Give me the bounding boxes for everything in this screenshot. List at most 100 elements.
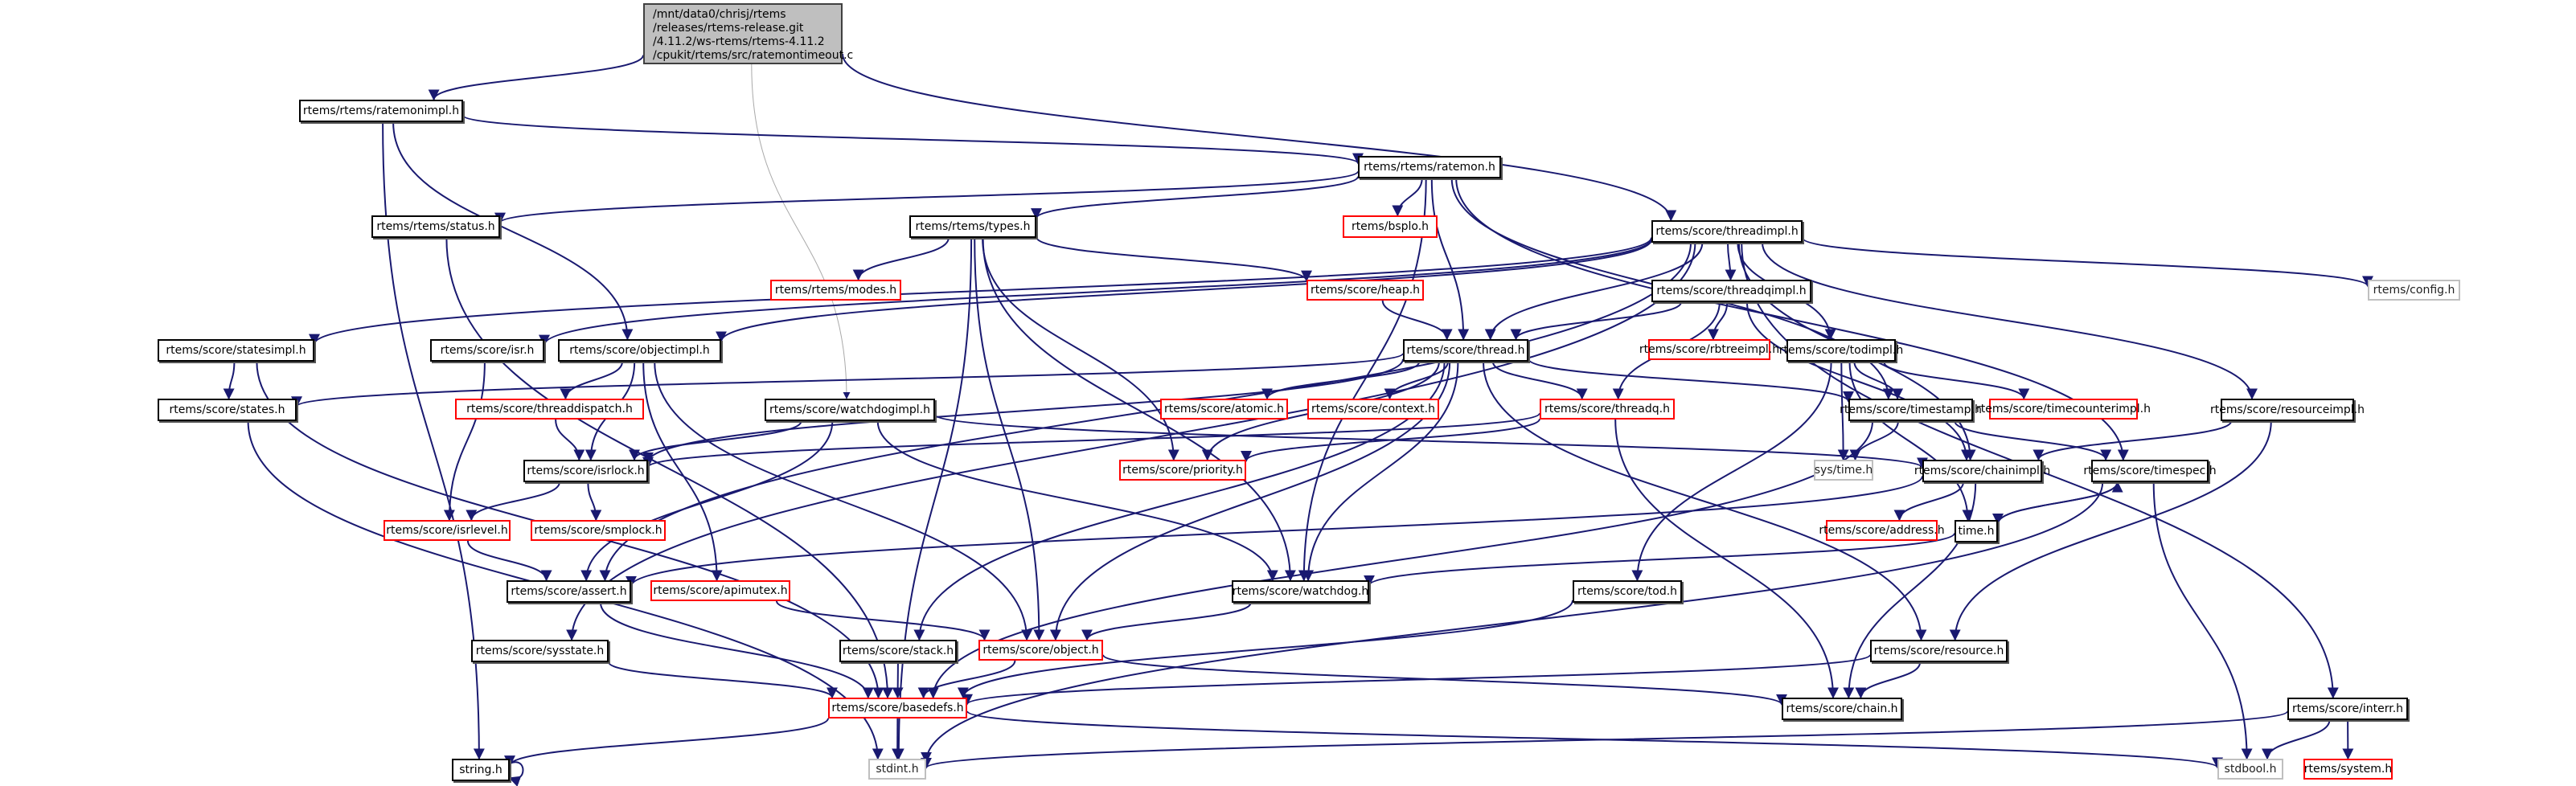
node-status[interactable]: rtems/rtems/status.h [371, 215, 500, 238]
edge-resourceimpl-to-chainimpl [2032, 420, 2233, 461]
edge-resource-to-chain [1855, 661, 1922, 699]
node-states[interactable]: rtems/score/states.h [158, 399, 297, 421]
edge-resource-to-basedefs [962, 653, 1871, 706]
node-watchdog[interactable]: rtems/score/watchdog.h [1232, 580, 1369, 603]
node-resourceimpl[interactable]: rtems/score/resourceimpl.h [2210, 399, 2365, 421]
node-apimutex[interactable]: rtems/score/apimutex.h [650, 580, 790, 601]
node-bsplo[interactable]: rtems/bsplo.h [1343, 215, 1438, 238]
node-threadq[interactable]: rtems/score/threadq.h [1540, 399, 1675, 420]
edge-thread-to-isrlock [642, 358, 1404, 464]
node-objectimpl[interactable]: rtems/score/objectimpl.h [558, 339, 721, 362]
node-rbtreeimpl[interactable]: rtems/score/rbtreeimpl.h [1639, 339, 1779, 360]
node-address[interactable]: rtems/score/address.h [1819, 520, 1945, 541]
node-isrlock[interactable]: rtems/score/isrlock.h [523, 460, 648, 482]
edge-timestamp-to-timespec [1954, 420, 2112, 461]
edge-interr-to-stdbool [2262, 719, 2331, 760]
node-todimpl[interactable]: rtems/score/todimpl.h [1779, 339, 1903, 362]
edge-isrlevel-to-assert [466, 540, 552, 582]
edge-threadimpl-to-systate [566, 242, 1696, 641]
edge-isrlock-to-isrlevel [466, 481, 560, 522]
node-ratemon[interactable]: rtems/rtems/ratemon.h [1358, 156, 1501, 178]
node-assert[interactable]: rtems/score/assert.h [507, 580, 631, 603]
node-config[interactable]: rtems/config.h [2368, 280, 2460, 301]
node-basedefs[interactable]: rtems/score/basedefs.h [828, 698, 967, 718]
node-watchdogimpl[interactable]: rtems/score/watchdogimpl.h [765, 399, 935, 421]
edge-threadq-to-isrlock [642, 412, 1540, 469]
edge-root-to-ratemonimpl [428, 55, 644, 101]
node-context[interactable]: rtems/score/context.h [1307, 399, 1439, 420]
node-threaddispatch[interactable]: rtems/score/threaddispatch.h [455, 399, 644, 420]
node-timestamp[interactable]: rtems/score/timestamp.h [1840, 399, 1982, 421]
edge-basedefs-to-string [504, 718, 829, 768]
node-root[interactable]: /mnt/data0/chrisj/rtems /releases/rtems-… [643, 3, 853, 64]
node-heap[interactable]: rtems/score/heap.h [1306, 280, 1424, 301]
node-time[interactable]: time.h [1955, 520, 1998, 542]
edge-threadimpl-to-assert [599, 242, 1692, 582]
node-atomic[interactable]: rtems/score/atomic.h [1160, 399, 1288, 420]
edge-ratemon-to-thread [1430, 178, 1470, 341]
edge-threadimpl-to-objectimpl [716, 239, 1652, 343]
node-interr[interactable]: rtems/score/interr.h [2287, 698, 2408, 720]
node-threadqimpl[interactable]: rtems/score/threadqimpl.h [1651, 280, 1811, 302]
edge-string-to-string [508, 761, 524, 786]
edge-threadimpl-to-resourceimpl [1762, 242, 2258, 400]
edge-thread-to-timestamp [1528, 358, 1854, 403]
edge-ratemon-to-types [1031, 176, 1359, 220]
edge-thread-to-watchdog [1302, 361, 1459, 582]
node-tod[interactable]: rtems/score/tod.h [1573, 580, 1682, 603]
node-timespec[interactable]: rtems/score/timespec.h [2083, 460, 2217, 482]
edge-todimpl-to-timecounterimpl [1883, 361, 2030, 400]
node-stdbool[interactable]: stdbool.h [2217, 759, 2283, 780]
edge-resourceimpl-to-resource [1949, 420, 2272, 641]
edge-isrlock-to-smplock [587, 481, 602, 522]
node-isr[interactable]: rtems/score/isr.h [430, 339, 544, 362]
node-stack[interactable]: rtems/score/stack.h [839, 640, 957, 662]
edge-thread-to-threadq [1491, 361, 1588, 400]
edge-threadq-to-priority [1241, 418, 1540, 462]
node-ratemonimpl[interactable]: rtems/rtems/ratemonimpl.h [299, 100, 463, 122]
edge-apimutex-to-object [776, 600, 991, 641]
edge-threadimpl-to-config [1802, 237, 2373, 288]
edge-threadqimpl-to-rbtreeimpl [1707, 301, 1729, 341]
edge-threadqimpl-to-thread [1510, 301, 1682, 341]
node-modes[interactable]: rtems/rtems/modes.h [770, 280, 901, 301]
node-priority[interactable]: rtems/score/priority.h [1119, 460, 1246, 481]
edge-types-to-priority [982, 237, 1179, 461]
node-resource[interactable]: rtems/score/resource.h [1870, 640, 2008, 662]
node-chainimpl[interactable]: rtems/score/chainimpl.h [1914, 460, 2050, 482]
node-systate[interactable]: rtems/score/sysstate.h [471, 640, 609, 662]
edge-chainimpl-to-assert [626, 476, 1923, 587]
edge-watchdogimpl-to-chainimpl [934, 413, 1928, 469]
edge-assert-to-basedefs [600, 602, 874, 699]
edge-thread-to-context [1384, 361, 1449, 400]
edge-time-to-watchdog [1364, 532, 1955, 587]
edge-ratemon-to-bsplo [1392, 178, 1423, 217]
edges-layer [223, 53, 2373, 786]
node-types[interactable]: rtems/rtems/types.h [909, 215, 1036, 238]
edge-root-to-threadimpl [842, 53, 1677, 222]
node-string[interactable]: string.h [452, 759, 510, 781]
edge-types-to-modes [852, 237, 950, 281]
edge-thread-to-resource [1483, 361, 1927, 641]
edge-timespec-to-stdint [921, 481, 2104, 763]
node-timecounterimpl[interactable]: rtems/score/timecounterimpl.h [1976, 399, 2151, 420]
edge-ratemonimpl-to-string [382, 121, 485, 760]
edge-time-to-timespec [1997, 481, 2123, 524]
node-isrlevel[interactable]: rtems/score/isrlevel.h [384, 520, 511, 541]
node-system[interactable]: rtems/system.h [2303, 759, 2393, 780]
node-threadimpl[interactable]: rtems/score/threadimpl.h [1651, 220, 1803, 243]
node-chain[interactable]: rtems/score/chain.h [1782, 698, 1902, 720]
node-object[interactable]: rtems/score/object.h [978, 640, 1103, 661]
node-systime[interactable]: sys/time.h [1814, 460, 1873, 481]
edge-isr-to-isrlevel [443, 361, 486, 522]
node-statesimpl[interactable]: rtems/score/statesimpl.h [158, 339, 314, 362]
edge-ratemon-to-status [494, 170, 1359, 224]
node-thread[interactable]: rtems/score/thread.h [1403, 339, 1528, 362]
edge-timestamp-to-systime [1849, 420, 1899, 461]
edge-timespec-to-stdbool [2152, 481, 2253, 760]
node-smplock[interactable]: rtems/score/smplock.h [531, 520, 666, 541]
edge-watchdogimpl-to-isrlock [629, 420, 802, 461]
node-stdint[interactable]: stdint.h [868, 759, 926, 780]
edge-objectimpl-to-apimutex [642, 361, 723, 582]
